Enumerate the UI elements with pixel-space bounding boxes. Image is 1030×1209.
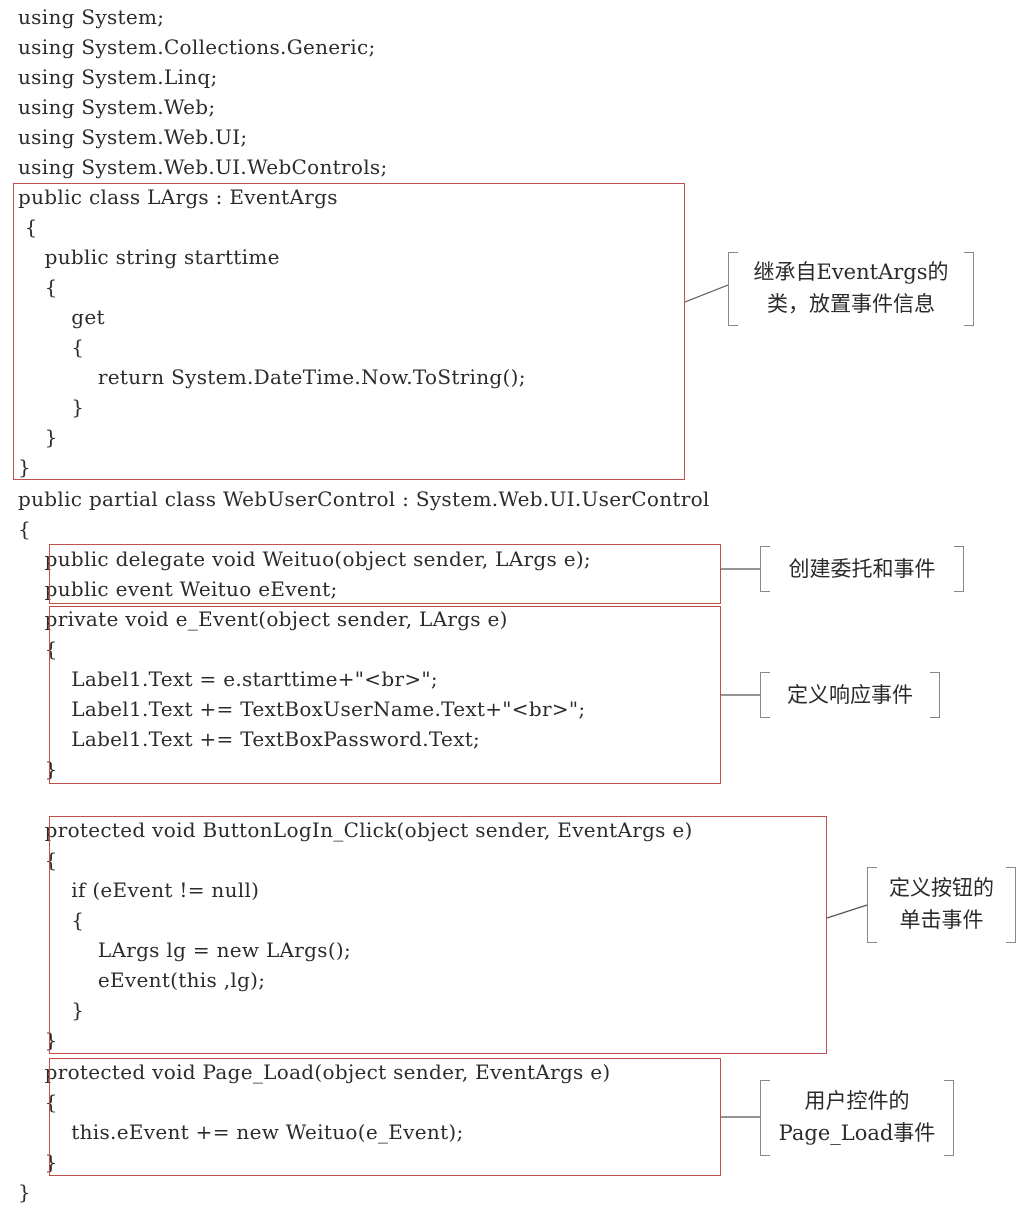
callout-text: 定义按钮的 (889, 876, 994, 900)
code-line: { (18, 848, 58, 872)
code-line: public delegate void Weituo(object sende… (18, 547, 591, 571)
highlight-box-page-load (49, 1058, 721, 1176)
callout-text: 继承自EventArgs的 (753, 260, 949, 284)
code-line: Label1.Text = e.starttime+"<br>"; (18, 667, 438, 691)
code-line: { (18, 1090, 58, 1114)
code-line: using System.Linq; (18, 65, 218, 89)
callout-bracket-left (867, 867, 877, 943)
code-line: { (18, 335, 85, 359)
code-line: public string starttime (18, 245, 280, 269)
callout-text: Page_Load事件 (778, 1121, 936, 1145)
code-line: { (18, 908, 85, 932)
callout-handler: 定义响应事件 (770, 679, 930, 711)
code-line: { (18, 637, 58, 661)
callout-bracket-right (1006, 867, 1016, 943)
highlight-box-handler (49, 606, 721, 784)
code-line: } (18, 395, 85, 419)
code-line: using System.Web.UI.WebControls; (18, 155, 388, 179)
code-line: } (18, 425, 58, 449)
callout-bracket-right (964, 252, 974, 326)
code-line: using System; (18, 5, 165, 29)
code-line: protected void Page_Load(object sender, … (18, 1060, 611, 1084)
code-line: { (18, 275, 58, 299)
code-line: { (18, 215, 38, 239)
highlight-box-delegate-event (49, 544, 721, 604)
code-line: Label1.Text += TextBoxUserName.Text+"<br… (18, 697, 586, 721)
callout-text: 单击事件 (899, 908, 984, 932)
callout-delegate-event: 创建委托和事件 (770, 553, 954, 585)
callout-button-click: 定义按钮的 单击事件 (877, 872, 1006, 936)
callout-text: 创建委托和事件 (788, 557, 936, 581)
code-line: LArgs lg = new LArgs(); (18, 938, 352, 962)
code-line: } (18, 757, 58, 781)
callout-bracket-left (728, 252, 738, 326)
callout-bracket-right (930, 672, 940, 718)
highlight-box-eventargs-class (13, 183, 685, 480)
callout-text: 类，放置事件信息 (767, 292, 935, 316)
code-line: Label1.Text += TextBoxPassword.Text; (18, 727, 481, 751)
callout-text: 定义响应事件 (787, 683, 913, 707)
highlight-box-button-click (49, 816, 827, 1054)
code-line: public partial class WebUserControl : Sy… (18, 487, 710, 511)
code-line: private void e_Event(object sender, LArg… (18, 607, 508, 631)
code-line: get (18, 305, 105, 329)
code-line: public class LArgs : EventArgs (18, 185, 338, 209)
code-line: eEvent(this ,lg); (18, 968, 266, 992)
code-line: if (eEvent != null) (18, 878, 260, 902)
callout-eventargs-class: 继承自EventArgs的 类，放置事件信息 (738, 256, 964, 320)
code-line: } (18, 1028, 58, 1052)
callout-page-load: 用户控件的 Page_Load事件 (770, 1085, 944, 1149)
callout-bracket-left (760, 1080, 770, 1156)
code-line: } (18, 998, 85, 1022)
code-line: } (18, 1180, 32, 1204)
code-line: public event Weituo eEvent; (18, 577, 338, 601)
code-line: this.eEvent += new Weituo(e_Event); (18, 1120, 464, 1144)
callout-bracket-left (760, 672, 770, 718)
code-line: } (18, 455, 32, 479)
callout-bracket-right (954, 546, 964, 592)
code-line: return System.DateTime.Now.ToString(); (18, 365, 526, 389)
code-line: using System.Web.UI; (18, 125, 248, 149)
callout-bracket-right (944, 1080, 954, 1156)
code-line: } (18, 1150, 58, 1174)
code-line: using System.Web; (18, 95, 216, 119)
callout-text: 用户控件的 (804, 1089, 910, 1113)
code-line: { (18, 517, 32, 541)
code-line: protected void ButtonLogIn_Click(object … (18, 818, 693, 842)
callout-bracket-left (760, 546, 770, 592)
code-line: using System.Collections.Generic; (18, 35, 376, 59)
